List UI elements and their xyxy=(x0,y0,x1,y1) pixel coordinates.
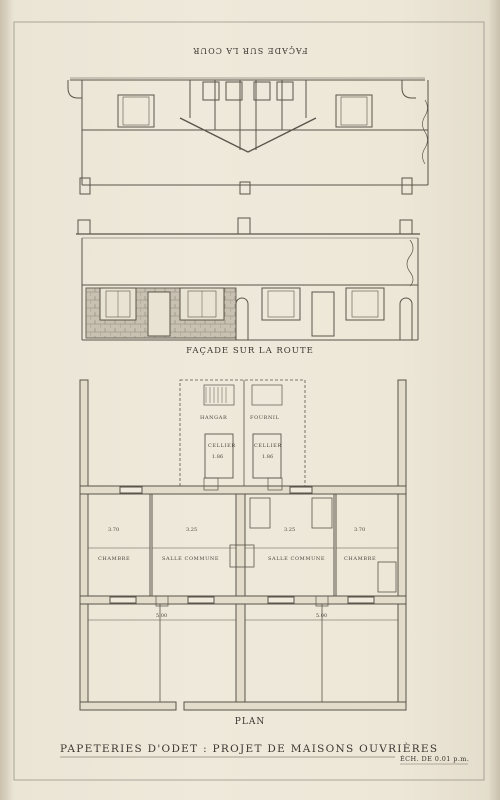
rear-elevation xyxy=(67,77,429,195)
dim-label: 3.70 xyxy=(108,527,120,533)
room-right-chamber: CHAMBRE xyxy=(344,556,377,562)
dim-label: 3.25 xyxy=(284,527,296,533)
room-left-common: SALLE COMMUNE xyxy=(162,556,220,562)
front-elevation-title: FAÇADE SUR LA ROUTE xyxy=(186,346,314,356)
floor-plan xyxy=(79,379,407,711)
main-title: PAPETERIES D'ODET : PROJET DE MAISONS OU… xyxy=(60,743,439,755)
rear-elevation-title: FAÇADE SUR LA COUR xyxy=(192,46,308,55)
dim-label: 1.86 xyxy=(212,454,224,460)
front-elevation xyxy=(76,217,420,341)
dim-label: 3.25 xyxy=(186,527,198,533)
room-right-common: SALLE COMMUNE xyxy=(268,556,326,562)
dim-label: 5.00 xyxy=(316,613,328,619)
room-cellar-right: CELLIER xyxy=(254,443,282,449)
room-cellar-left: CELLIER xyxy=(208,443,236,449)
dim-label: 1.86 xyxy=(262,454,274,460)
sheet-border xyxy=(13,21,485,781)
room-left-chamber: CHAMBRE xyxy=(98,556,131,562)
plan-title: PLAN xyxy=(234,717,266,727)
room-hangar-left: HANGAR xyxy=(200,415,228,421)
room-hangar-right: FOURNIL xyxy=(250,415,280,421)
dim-label: 5.00 xyxy=(156,613,168,619)
dim-label: 3.70 xyxy=(354,527,366,533)
scale-label: ÉCH. DE 0.01 p.m. xyxy=(400,755,470,763)
